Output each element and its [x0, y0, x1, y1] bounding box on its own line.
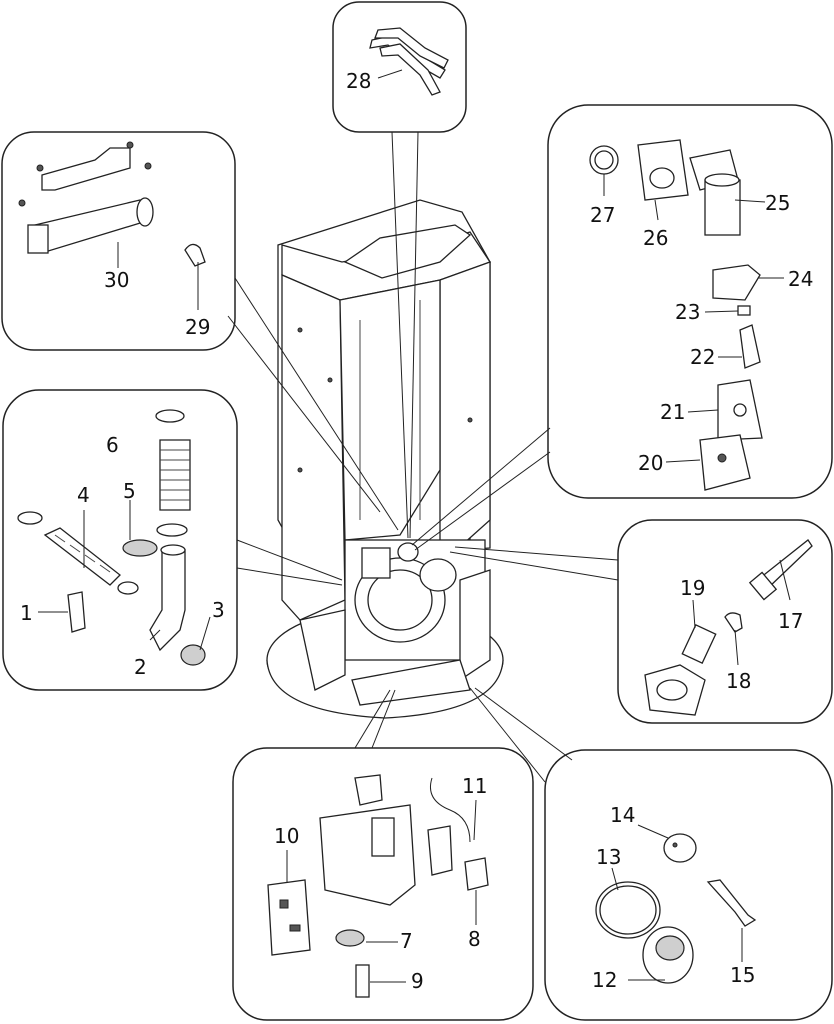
callout-6: 6: [106, 433, 119, 457]
callout-18: 18: [726, 669, 751, 693]
callout-22: 22: [690, 345, 715, 369]
callout-8: 8: [468, 927, 481, 951]
callout-10: 10: [274, 824, 299, 848]
callout-19: 19: [680, 576, 705, 600]
callout-4: 4: [77, 483, 90, 507]
bubble-12-15: [544, 749, 833, 1021]
callout-29: 29: [185, 315, 210, 339]
callout-3: 3: [212, 598, 225, 622]
connector-lines: [227, 131, 619, 783]
callout-20: 20: [638, 451, 663, 475]
callout-24: 24: [788, 267, 813, 291]
stove-body: [266, 199, 504, 719]
callout-26: 26: [643, 226, 668, 250]
bubble-20-27: [547, 104, 833, 499]
callout-27: 27: [590, 203, 615, 227]
callout-labels: 1 2 3 4 5 6 7 8 9 10 11 12 13 14 15 17 1…: [20, 69, 813, 993]
callout-13: 13: [596, 845, 621, 869]
bubble-28: [332, 1, 467, 133]
bubble-29-30: [1, 131, 236, 351]
callout-23: 23: [675, 300, 700, 324]
bubble-1-6: [2, 389, 238, 691]
callout-14: 14: [610, 803, 635, 827]
callout-7: 7: [400, 929, 413, 953]
callout-5: 5: [123, 479, 136, 503]
callout-1: 1: [20, 601, 33, 625]
bubble-7-11: [232, 747, 534, 1021]
callout-12: 12: [592, 968, 617, 992]
callout-28: 28: [346, 69, 371, 93]
bubble-17-19: [617, 519, 833, 724]
callout-2: 2: [134, 655, 147, 679]
callout-11: 11: [462, 774, 487, 798]
callout-21: 21: [660, 400, 685, 424]
callout-25: 25: [765, 191, 790, 215]
callout-30: 30: [104, 268, 129, 292]
callout-17: 17: [778, 609, 803, 633]
callout-15: 15: [730, 963, 755, 987]
callout-9: 9: [411, 969, 424, 993]
